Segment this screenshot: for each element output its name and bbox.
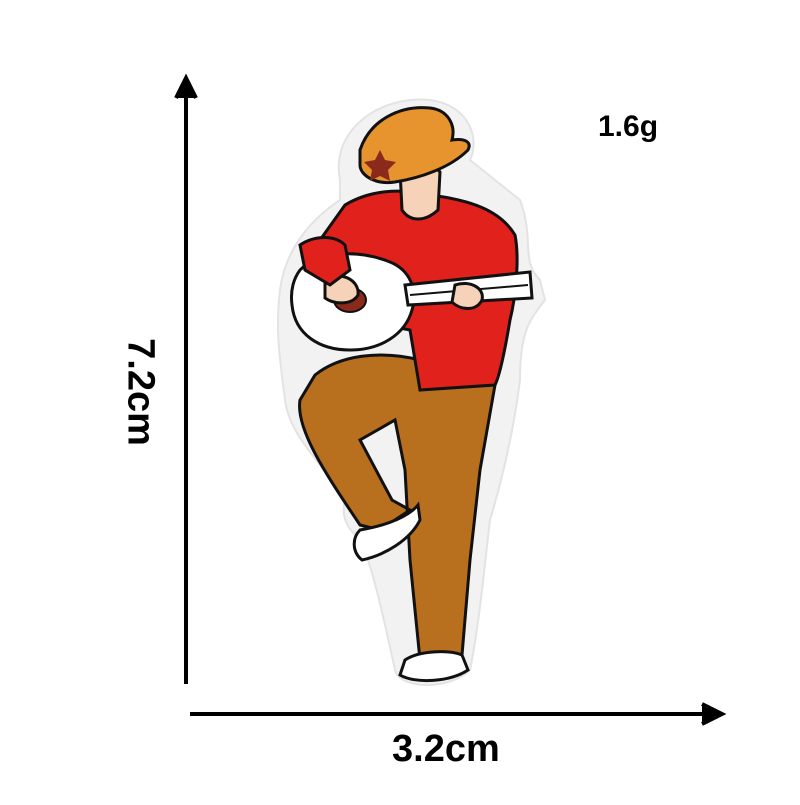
hat-star [364, 150, 396, 181]
height-arrow [174, 73, 198, 684]
pants [298, 353, 497, 662]
weight-label: 1.6g [598, 110, 659, 143]
left-shoe [352, 501, 422, 562]
width-arrow [190, 702, 727, 726]
width-label: 3.2cm [392, 728, 500, 770]
right-shoe [398, 650, 470, 683]
right-hand [450, 282, 484, 310]
height-label: 7.2cm [119, 338, 162, 446]
left-sleeve [298, 236, 352, 287]
